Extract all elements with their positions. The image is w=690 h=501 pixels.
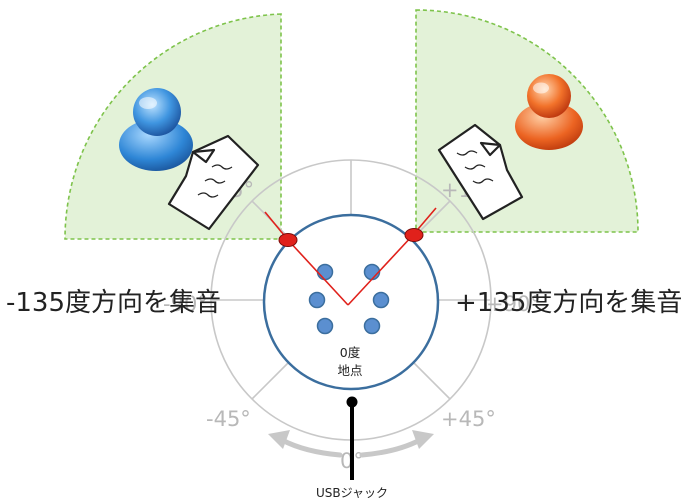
scale-label-plus-90: +90° — [486, 292, 541, 316]
right-pickup-point — [404, 228, 424, 242]
usb-jack-point — [346, 396, 358, 408]
right-direction-label: +135度方向を集音 — [455, 288, 682, 318]
mic-element — [363, 263, 381, 281]
mic-element-array — [308, 263, 390, 335]
left-direction-label: -135度方向を集音 — [6, 288, 221, 318]
usb-jack-label: USBジャック — [316, 486, 388, 500]
mic-element — [363, 317, 381, 335]
speech-bubble-icon — [437, 123, 524, 221]
mic-element — [316, 263, 334, 281]
arrow-right-head — [412, 430, 434, 449]
scale-label-minus-45: -45° — [206, 407, 251, 431]
center-label-line2: 地点 — [337, 363, 362, 378]
person-icon — [515, 74, 583, 150]
mic-element — [372, 291, 390, 309]
mic-element — [308, 291, 326, 309]
scale-label-plus-45: +45° — [441, 407, 496, 431]
mic-element — [316, 317, 334, 335]
speech-bubble-icon — [167, 134, 260, 231]
left-pickup-point — [278, 233, 298, 247]
person-icon — [119, 88, 193, 171]
scale-label-minus-90: -90° — [163, 292, 208, 316]
center-label-line1: 0度 — [340, 345, 361, 360]
rotation-arrows — [279, 437, 423, 458]
arrow-left-head — [268, 430, 290, 449]
